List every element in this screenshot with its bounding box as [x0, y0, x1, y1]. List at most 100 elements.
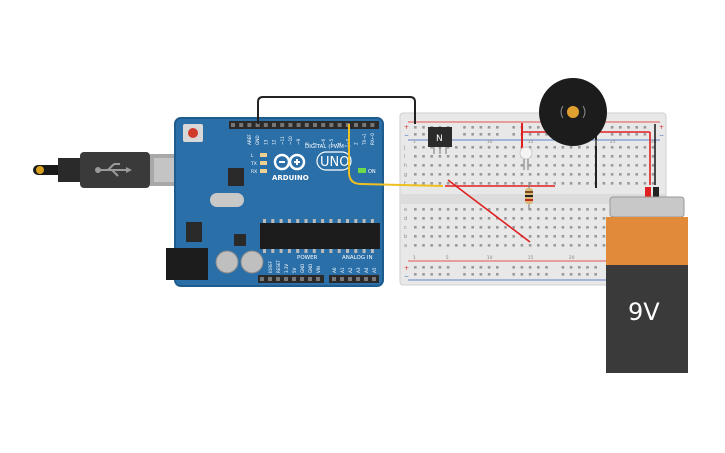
- rail-hole[interactable]: [487, 273, 491, 276]
- breadboard-hole[interactable]: [545, 173, 548, 176]
- breadboard-hole[interactable]: [471, 173, 474, 176]
- breadboard-hole[interactable]: [487, 173, 491, 176]
- breadboard-hole[interactable]: [438, 226, 442, 229]
- breadboard-hole[interactable]: [438, 164, 442, 167]
- breadboard-hole[interactable]: [561, 146, 565, 149]
- breadboard-hole[interactable]: [471, 244, 474, 247]
- breadboard-hole[interactable]: [446, 235, 450, 238]
- breadboard-hole[interactable]: [528, 244, 532, 247]
- breadboard-hole[interactable]: [553, 217, 556, 220]
- breadboard-hole[interactable]: [545, 155, 548, 158]
- breadboard-hole[interactable]: [504, 208, 507, 211]
- rail-hole[interactable]: [635, 133, 638, 136]
- breadboard-hole[interactable]: [479, 164, 483, 167]
- rail-hole[interactable]: [528, 266, 532, 269]
- breadboard-hole[interactable]: [430, 235, 433, 238]
- breadboard-hole[interactable]: [569, 146, 573, 149]
- breadboard-hole[interactable]: [561, 244, 565, 247]
- breadboard-hole[interactable]: [504, 173, 507, 176]
- breadboard-hole[interactable]: [520, 164, 524, 167]
- breadboard-hole[interactable]: [430, 208, 433, 211]
- breadboard-hole[interactable]: [512, 217, 515, 220]
- breadboard-hole[interactable]: [422, 173, 425, 176]
- breadboard-hole[interactable]: [545, 217, 548, 220]
- breadboard-hole[interactable]: [512, 208, 515, 211]
- breadboard-hole[interactable]: [537, 173, 540, 176]
- arduino-uno-board[interactable]: ARDUINO UNO DIGITAL (PWM~) POWER ANALOG …: [166, 117, 384, 287]
- breadboard-hole[interactable]: [528, 173, 532, 176]
- breadboard-hole[interactable]: [504, 146, 507, 149]
- header-pin[interactable]: [372, 277, 376, 281]
- breadboard-hole[interactable]: [520, 217, 524, 220]
- breadboard-hole[interactable]: [651, 155, 655, 158]
- breadboard-hole[interactable]: [438, 173, 442, 176]
- rail-hole[interactable]: [479, 133, 483, 136]
- breadboard-hole[interactable]: [610, 155, 614, 158]
- rail-hole[interactable]: [528, 126, 532, 129]
- breadboard-hole[interactable]: [643, 155, 647, 158]
- rail-hole[interactable]: [479, 126, 483, 129]
- rail-hole[interactable]: [619, 133, 622, 136]
- breadboard-hole[interactable]: [414, 182, 417, 185]
- breadboard-hole[interactable]: [463, 226, 466, 229]
- rail-hole[interactable]: [496, 126, 499, 129]
- breadboard-hole[interactable]: [414, 146, 417, 149]
- breadboard-hole[interactable]: [537, 217, 540, 220]
- breadboard-hole[interactable]: [520, 244, 524, 247]
- rail-hole[interactable]: [537, 266, 540, 269]
- breadboard-hole[interactable]: [455, 164, 458, 167]
- breadboard-hole[interactable]: [594, 226, 597, 229]
- header-pin[interactable]: [321, 123, 326, 127]
- breadboard-hole[interactable]: [512, 146, 515, 149]
- breadboard-hole[interactable]: [512, 164, 515, 167]
- breadboard-hole[interactable]: [627, 146, 630, 149]
- breadboard-hole[interactable]: [438, 155, 442, 158]
- breadboard-hole[interactable]: [553, 146, 556, 149]
- breadboard-hole[interactable]: [528, 235, 532, 238]
- breadboard-hole[interactable]: [496, 155, 499, 158]
- rail-hole[interactable]: [422, 126, 425, 129]
- rail-hole[interactable]: [463, 273, 466, 276]
- header-pin[interactable]: [329, 123, 334, 127]
- red-wire-diagonal[interactable]: [447, 179, 531, 243]
- breadboard-hole[interactable]: [586, 182, 589, 185]
- rail-hole[interactable]: [487, 133, 491, 136]
- breadboard-hole[interactable]: [414, 208, 417, 211]
- breadboard-hole[interactable]: [602, 226, 606, 229]
- rail-hole[interactable]: [520, 273, 524, 276]
- breadboard-hole[interactable]: [471, 155, 474, 158]
- breadboard-hole[interactable]: [471, 182, 474, 185]
- rail-hole[interactable]: [586, 273, 589, 276]
- breadboard-hole[interactable]: [528, 226, 532, 229]
- breadboard-hole[interactable]: [586, 155, 589, 158]
- yellow-wire[interactable]: [348, 124, 444, 187]
- rail-hole[interactable]: [561, 266, 565, 269]
- breadboard-hole[interactable]: [561, 208, 565, 211]
- breadboard-hole[interactable]: [455, 155, 458, 158]
- header-pin[interactable]: [288, 123, 293, 127]
- piezo-buzzer[interactable]: [539, 78, 607, 146]
- breadboard-hole[interactable]: [627, 173, 630, 176]
- breadboard-hole[interactable]: [610, 173, 614, 176]
- header-pin[interactable]: [247, 123, 252, 127]
- breadboard-hole[interactable]: [496, 146, 499, 149]
- header-pin[interactable]: [316, 277, 320, 281]
- breadboard-hole[interactable]: [578, 164, 581, 167]
- breadboard-hole[interactable]: [430, 226, 433, 229]
- breadboard-hole[interactable]: [619, 173, 622, 176]
- rail-hole[interactable]: [471, 133, 474, 136]
- breadboard-hole[interactable]: [479, 173, 483, 176]
- breadboard-hole[interactable]: [569, 235, 573, 238]
- breadboard-hole[interactable]: [463, 244, 466, 247]
- breadboard-hole[interactable]: [537, 155, 540, 158]
- breadboard-hole[interactable]: [627, 182, 630, 185]
- rail-hole[interactable]: [422, 266, 425, 269]
- rail-hole[interactable]: [438, 266, 442, 269]
- breadboard-hole[interactable]: [537, 146, 540, 149]
- breadboard-hole[interactable]: [471, 146, 474, 149]
- breadboard-hole[interactable]: [537, 235, 540, 238]
- breadboard-hole[interactable]: [619, 182, 622, 185]
- breadboard-hole[interactable]: [504, 226, 507, 229]
- breadboard-hole[interactable]: [463, 173, 466, 176]
- breadboard-hole[interactable]: [414, 226, 417, 229]
